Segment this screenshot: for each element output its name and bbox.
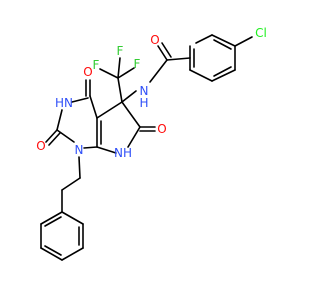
- bond-ar1: [195, 34, 213, 44]
- bond-ar4: [211, 69, 236, 82]
- bond-ar4b: [213, 66, 232, 77]
- atom-n1: N: [75, 143, 84, 157]
- bond-c2-o: [45, 129, 58, 143]
- bond-ph6b: [44, 216, 62, 227]
- bond-cf3-f2: [99, 68, 119, 79]
- atom-o-c4: O: [83, 65, 92, 79]
- bond-ar-carbonyl: [166, 57, 191, 61]
- bond-c4a-c5: [96, 101, 123, 119]
- atom-labels: O N H F F F Cl O HN O N NH O: [36, 26, 267, 160]
- bond-n7-c7a: [96, 146, 117, 154]
- bond-ar5: [189, 69, 213, 82]
- bond-c4-n3: [71, 97, 89, 103]
- atom-o-c2: O: [36, 139, 45, 153]
- bond-cf3-f3: [117, 57, 121, 79]
- bond-ph6: [40, 211, 63, 225]
- bond-c2-o-b: [48, 132, 61, 146]
- bond-c-nh: [149, 59, 168, 83]
- chemical-structure-diagram: O N H F F F Cl O HN O N NH O: [36, 26, 267, 261]
- atom-f1: F: [134, 57, 141, 71]
- bond-ph3: [61, 247, 84, 261]
- bond-ch2a-ch2b: [61, 177, 81, 191]
- bonds: [40, 34, 253, 261]
- atom-h-amide: H: [139, 96, 148, 110]
- bond-nh-c5: [121, 90, 137, 103]
- atom-f3: F: [117, 44, 124, 58]
- bond-ph4b: [44, 245, 62, 256]
- bond-n1-ch2a: [78, 156, 81, 179]
- atom-cl: Cl: [255, 26, 267, 40]
- bond-co-2: [161, 42, 172, 58]
- bond-c5-c6: [121, 101, 141, 128]
- bond-co-1: [157, 45, 168, 61]
- bond-c2-n1: [56, 129, 75, 143]
- atom-o-c6: O: [157, 122, 166, 136]
- bond-ph4: [40, 247, 63, 261]
- bond-ar2: [211, 34, 236, 47]
- bond-n1-c7a: [83, 146, 98, 149]
- bond-ar-cl: [234, 36, 253, 47]
- bond-n3-c2: [56, 109, 63, 131]
- atom-f2: F: [93, 58, 100, 72]
- bond-ar2b: [213, 39, 232, 50]
- bond-ph1: [61, 211, 84, 225]
- bond-c5-cf3: [117, 77, 123, 103]
- bond-cf3-f1: [117, 67, 135, 79]
- bond-c6-n7: [127, 126, 141, 148]
- atom-nh7: NH: [114, 146, 132, 160]
- atom-n-amide: N: [140, 84, 149, 98]
- atom-o-amide: O: [150, 33, 159, 47]
- atom-hn3: HN: [55, 96, 73, 110]
- bond-c4a-c4: [89, 95, 98, 119]
